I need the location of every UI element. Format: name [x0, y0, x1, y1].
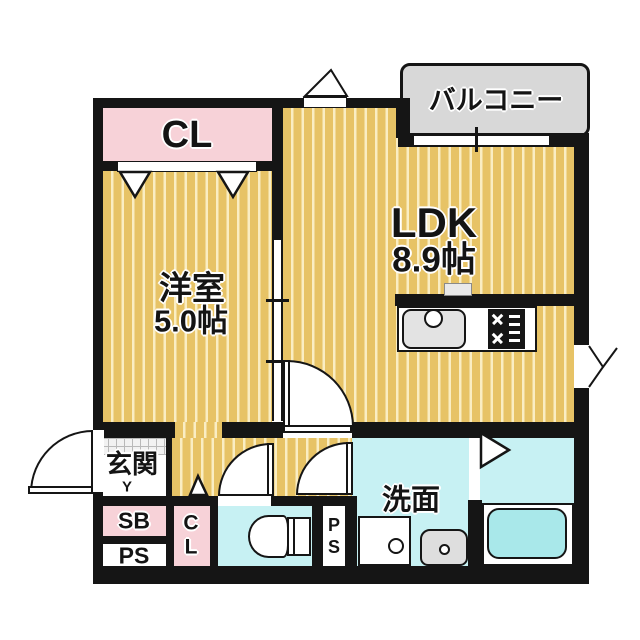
wall-room-divider — [272, 108, 283, 240]
entrance-label: 玄関 — [105, 449, 159, 479]
balcony-label: バルコニー — [428, 85, 564, 116]
wall-ps-right — [345, 496, 357, 566]
pipe-space-right-floor — [323, 506, 345, 566]
alcove-floor — [175, 422, 222, 438]
stove-burner-dash — [509, 331, 520, 334]
toilet-doorway — [218, 496, 271, 506]
awning-window-icon — [302, 68, 349, 97]
wall-right-lower — [574, 388, 589, 572]
awning-window — [303, 97, 347, 108]
bath-folding-door-strip — [469, 438, 480, 500]
wall-top-step — [396, 98, 410, 138]
entrance-door-leaf — [28, 486, 93, 494]
ldk-size: 8.9帖 — [392, 240, 476, 280]
stove-burner-dash — [509, 323, 520, 326]
toilet-door-leaf — [267, 443, 274, 496]
stove-burner-dash — [509, 339, 520, 342]
washing-machine-pan-icon — [358, 516, 411, 566]
wall-wash-bath — [468, 500, 482, 566]
western-room-label: 洋室 — [159, 269, 225, 307]
washer-drain-icon — [388, 538, 404, 554]
entrance-step-mark: Y — [121, 478, 133, 496]
gas-stove-icon — [488, 309, 525, 349]
wall-cl-stub-right — [256, 161, 283, 171]
wall-kitchen — [395, 294, 574, 306]
closet-bottom-label-c: C — [183, 511, 199, 535]
wall-entrance-right — [166, 438, 172, 496]
ldk-floor — [283, 108, 574, 422]
ldk-door-leaf — [283, 360, 290, 427]
balcony-window-tick — [475, 127, 478, 152]
toilet-tank-icon — [287, 517, 311, 556]
closet-top-floor — [101, 108, 272, 161]
wall-toilet-right — [312, 496, 323, 566]
pipe-space-left-label: PS — [118, 542, 150, 569]
wall-cl-stub-left — [93, 161, 118, 171]
washroom-door-leaf — [346, 442, 353, 495]
entrance-tile — [100, 438, 166, 455]
sliding-partition-tick-1 — [266, 299, 289, 302]
wall-south-band-b — [222, 422, 283, 438]
wall-sbps-right — [166, 496, 174, 566]
wash-basin-icon — [420, 529, 468, 566]
side-door-swing-tail — [602, 347, 618, 368]
sliding-partition-track — [272, 240, 283, 421]
pipe-space-left-floor — [103, 544, 166, 566]
shoe-box-label: SB — [118, 507, 150, 534]
wall-bottom — [93, 566, 589, 584]
faucet-icon — [424, 309, 443, 328]
shoe-box-floor — [103, 506, 166, 536]
closet-bottom-floor — [174, 506, 210, 566]
closet-bottom-label-l: L — [184, 535, 198, 559]
pipe-space-right-label-p: P — [327, 515, 341, 535]
sliding-partition-tick-2 — [266, 360, 289, 363]
side-door-swing-icon — [588, 345, 605, 388]
bathtub-surround — [482, 503, 574, 566]
balcony-sliding-window — [413, 135, 550, 146]
pipe-space-right-label-s: S — [327, 537, 341, 557]
wall-south-band-a — [93, 422, 175, 438]
closet-top-label: CL — [161, 114, 213, 156]
wall-right-upper — [574, 140, 589, 345]
toilet-tank-line — [293, 519, 295, 554]
washroom-label: 洗面 — [381, 484, 441, 517]
wall-south-band-c — [352, 422, 589, 438]
entrance-doorway — [92, 430, 104, 492]
wall-top — [93, 98, 403, 108]
side-doorway — [574, 345, 589, 388]
basin-drain-icon — [439, 544, 450, 555]
western-room-size: 5.0帖 — [153, 303, 229, 339]
stove-burner-dash — [509, 315, 520, 318]
wall-sb-ps-divider — [103, 536, 166, 544]
western-room-floor — [103, 161, 272, 422]
range-hood-icon — [444, 283, 472, 296]
ldk-label: LDK — [390, 199, 478, 246]
wall-closet-bottom-right — [210, 496, 218, 566]
wall-left-lower — [93, 492, 103, 572]
closet-door-bar — [117, 161, 257, 172]
wall-left-upper — [93, 98, 103, 430]
toilet-bowl-icon — [248, 515, 289, 558]
bathtub-icon — [487, 508, 567, 559]
wall-hall-south-west — [93, 496, 218, 506]
entrance-door-arc — [30, 430, 93, 493]
